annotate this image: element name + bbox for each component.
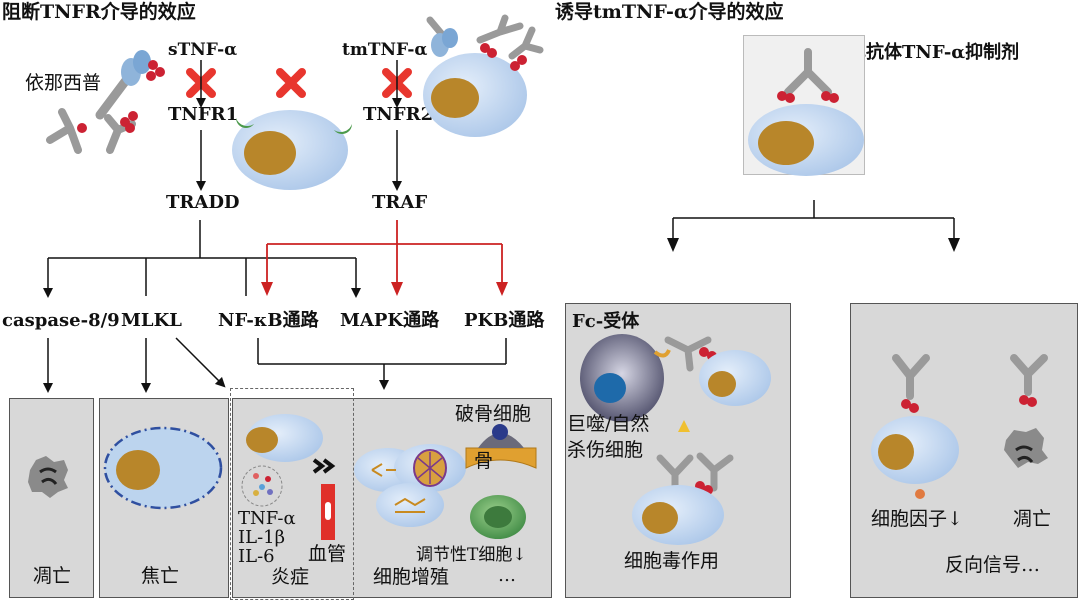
tnf-trimer-icon <box>121 50 165 86</box>
mlkl-label: MLKL <box>121 310 182 331</box>
pyroptosis-label: 焦亡 <box>141 565 180 587</box>
right-section-title: 诱导tmTNF-α介导的效应 <box>555 1 784 23</box>
traf-label: TRAF <box>372 192 428 213</box>
proliferation-ellipsis: … <box>498 565 516 586</box>
block-x-icon <box>186 68 412 98</box>
inflammation-label: 炎症 <box>271 566 310 588</box>
left-section-title: 阻断TNFR介导的效应 <box>2 1 196 23</box>
osteoclast-label: 破骨细胞 <box>455 403 532 425</box>
effector-cells-line1: 巨噬/自然 <box>567 413 650 435</box>
effector-cells-line2: 杀伤细胞 <box>567 439 644 461</box>
treg-label: 调节性T细胞↓ <box>416 545 527 565</box>
vessel-label: 血管 <box>308 543 347 565</box>
reverse-signal-label: 反向信号… <box>945 554 1041 576</box>
stnf-label: sTNF-α <box>168 40 238 60</box>
bone-label: 骨 <box>474 450 494 472</box>
pkb-label: PKB通路 <box>464 310 545 331</box>
caspase-label: caspase-8/9 <box>2 310 120 331</box>
proliferation-label: 细胞增殖 <box>373 566 450 588</box>
cytotoxicity-label: 细胞毒作用 <box>624 550 720 572</box>
antibody-icon <box>46 108 136 154</box>
inflammation-dashed-box <box>230 388 354 600</box>
apoptosis-panel <box>9 398 94 598</box>
tmtnf-label: tmTNF-α <box>342 40 428 60</box>
mapk-label: MAPK通路 <box>340 310 440 331</box>
apoptosis-label: 凋亡 <box>33 565 72 587</box>
tnfr2-label: TNFR2 <box>363 104 434 125</box>
fc-receptor-label: Fc-受体 <box>572 311 640 332</box>
cytokine-il6: IL-6 <box>238 546 275 567</box>
cytokine-down-label: 细胞因子↓ <box>871 508 963 530</box>
tradd-label: TRADD <box>166 192 240 213</box>
nfkb-label: NF-κB通路 <box>218 310 319 331</box>
antibody-label: 单抗体TNF-α抑制剂 <box>848 42 1020 63</box>
cytokine-il1b: IL-1β <box>238 527 286 548</box>
reverse-apoptosis-label: 凋亡 <box>1013 508 1052 530</box>
cytokine-tnf: TNF-α <box>238 508 296 529</box>
etanercept-label: 依那西普 <box>25 72 102 94</box>
tnfr1-label: TNFR1 <box>168 104 239 125</box>
